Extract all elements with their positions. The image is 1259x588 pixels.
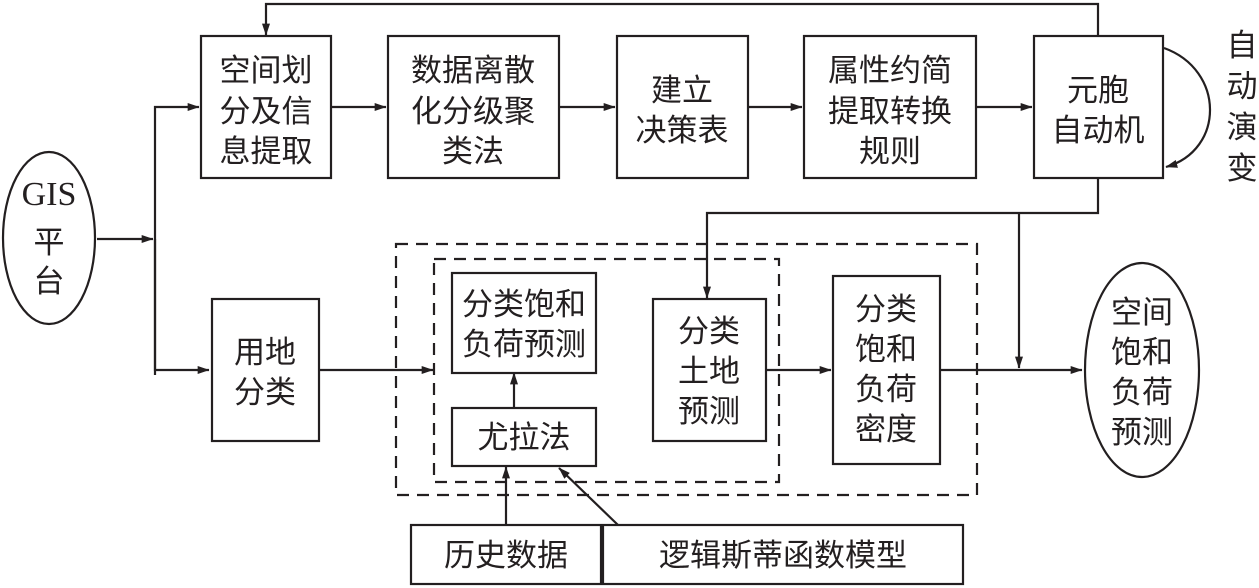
label: 自 xyxy=(1227,28,1258,64)
label: 负荷预测 xyxy=(462,327,586,363)
node-spatial-partition: 空间划 分及信 息提取 xyxy=(199,34,333,180)
label: 饱和 xyxy=(1111,335,1173,371)
label: 息提取 xyxy=(220,134,313,170)
inner-dashed-group xyxy=(432,257,781,484)
self-evolution-label: 自 动 演 变 xyxy=(1227,28,1258,187)
node-classified-land-forecast: 分类 土地 预测 xyxy=(651,297,768,443)
label: 演 xyxy=(1227,110,1258,146)
label: 元胞 xyxy=(1067,73,1129,109)
label: 提取转换 xyxy=(828,94,952,130)
gis-label-2: 平 xyxy=(34,225,65,261)
label: 建立 xyxy=(651,73,713,109)
edge-self-evolution xyxy=(1163,46,1211,169)
edge-automaton-land-forecast xyxy=(703,178,1100,299)
label: 用地 xyxy=(234,335,296,371)
label: 动 xyxy=(1227,69,1258,105)
node-cellular-automaton: 元胞 自动机 xyxy=(1032,34,1165,180)
node-spatial-saturation-forecast: 空间 饱和 负荷 预测 xyxy=(1083,261,1201,479)
label: 历史数据 xyxy=(444,538,568,574)
gis-label-3: 台 xyxy=(34,264,65,300)
label: 决策表 xyxy=(636,113,729,149)
node-logistic-model: 逻辑斯蒂函数模型 xyxy=(601,523,965,586)
label: 饱和 xyxy=(855,332,917,368)
node-gis-platform: GIS 平 台 xyxy=(1,150,97,326)
label: 空间划 xyxy=(220,53,313,89)
label: 尤拉法 xyxy=(478,420,571,456)
connectors xyxy=(97,2,1211,526)
label: 规则 xyxy=(859,134,921,170)
edge-automaton-feedback xyxy=(262,2,1100,36)
label: 土地 xyxy=(678,354,740,390)
label: 负荷 xyxy=(855,372,917,408)
label: 变 xyxy=(1227,151,1258,187)
label: 属性约简 xyxy=(828,53,952,89)
node-historical-data: 历史数据 xyxy=(409,523,603,586)
label: 化分级聚 xyxy=(411,94,535,130)
label: 分类 xyxy=(855,292,917,328)
label: 自动机 xyxy=(1052,113,1145,149)
label: 负荷 xyxy=(1111,375,1173,411)
label: 类法 xyxy=(442,134,504,170)
edge-logistic-euler xyxy=(558,467,619,526)
label: 分类 xyxy=(678,314,740,350)
label: 预测 xyxy=(1111,415,1173,451)
label: 分类 xyxy=(234,375,296,411)
node-land-classification: 用地 分类 xyxy=(210,297,321,443)
edge-to-spatial-partition xyxy=(153,103,200,375)
gis-label: GIS xyxy=(22,176,77,213)
node-euler-method: 尤拉法 xyxy=(450,406,598,468)
label: 密度 xyxy=(855,412,917,448)
node-classified-saturation-forecast: 分类饱和 负荷预测 xyxy=(450,271,598,375)
node-discretization: 数据离散 化分级聚 类法 xyxy=(386,34,561,180)
label: 逻辑斯蒂函数模型 xyxy=(659,538,907,574)
label: 分类饱和 xyxy=(462,287,586,323)
edge-to-land-classification xyxy=(153,239,210,374)
node-decision-table: 建立 决策表 xyxy=(615,34,750,180)
node-classified-load-density: 分类 饱和 负荷 密度 xyxy=(831,274,942,466)
label: 空间 xyxy=(1111,295,1173,331)
label: 数据离散 xyxy=(411,53,535,89)
label: 预测 xyxy=(678,394,740,430)
node-attribute-reduction: 属性约简 提取转换 规则 xyxy=(802,34,978,180)
label: 分及信 xyxy=(220,94,313,130)
